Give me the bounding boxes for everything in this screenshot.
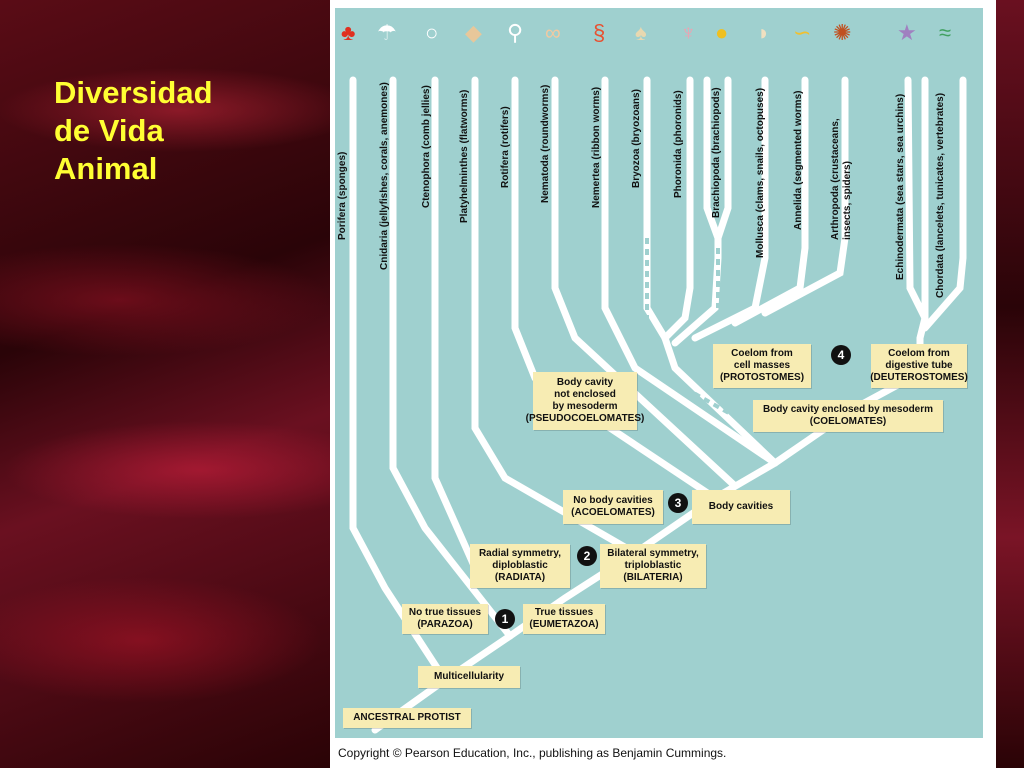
comb-jelly-icon: ○: [425, 20, 439, 45]
box-line: (COELOMATES): [809, 416, 887, 427]
phylum-label-nematoda: Nematoda (roundworms): [540, 84, 551, 203]
box-line: diploblastic: [492, 560, 548, 571]
background-right: [996, 0, 1024, 768]
tree-branches: [349, 76, 967, 734]
box-line: digestive tube: [885, 360, 953, 371]
phylum-label-annelida: Annelida (segmented worms): [793, 90, 804, 230]
step-number-3: 3: [668, 493, 688, 513]
box-line: Radial symmetry,: [478, 548, 562, 559]
phylum-label-brachiopoda: Brachiopoda (brachiopods): [711, 87, 722, 218]
background-left: [0, 0, 330, 768]
box-coelomates: Body cavity enclosed by mesoderm (COELOM…: [753, 400, 943, 432]
box-no-true-tissues: No true tissues (PARAZOA): [402, 604, 488, 634]
phylogenetic-tree: ♣ ☂ ○ ◆ ⚲ ∞ § ♠ ♆ ● ◗ ∽ ✺ ★ ≈ Porifera (…: [335, 8, 983, 738]
box-multicellularity: Multicellularity: [418, 666, 520, 688]
title-line-3: Animal: [54, 151, 158, 186]
box-line: cell masses: [733, 360, 791, 371]
box-line: Bilateral symmetry,: [607, 548, 699, 559]
ribbon-worm-icon: §: [593, 20, 606, 45]
slide-title: Diversidad de Vida Animal: [54, 74, 314, 188]
box-line: (RADIATA): [494, 572, 546, 583]
flatworm-icon: ◆: [465, 20, 482, 45]
branch-brachiopoda-left: [703, 76, 722, 242]
roundworm-icon: ∞: [545, 20, 561, 45]
phylum-label-chordata: Chordata (lancelets, tunicates, vertebra…: [935, 92, 946, 298]
phylum-label-echinodermata: Echinodermata (sea stars, sea urchins): [895, 93, 906, 280]
box-bilateral-symmetry: Bilateral symmetry, triploblastic (BILAT…: [600, 544, 706, 588]
box-line: Coelom from: [888, 348, 950, 359]
box-line: No true tissues: [408, 607, 482, 618]
phylum-label-rotifera: Rotifera (rotifers): [500, 106, 511, 188]
box-line: not enclosed: [554, 389, 616, 400]
box-radial-symmetry: Radial symmetry, diploblastic (RADIATA): [470, 544, 570, 588]
box-ancestral-text: ANCESTRAL PROTIST: [353, 712, 461, 723]
branch-brachiopoda-right: [714, 76, 732, 242]
phylum-label-nemertea: Nemertea (ribbon worms): [591, 86, 602, 208]
jellyfish-icon: ☂: [377, 20, 397, 45]
dash-nemertea: [684, 386, 756, 430]
branch-nemertea: [601, 76, 779, 467]
rotifer-icon: ⚲: [507, 20, 524, 45]
box-no-body-cavities: No body cavities (ACOELOMATES): [563, 490, 663, 524]
branch-cnidaria: [389, 76, 514, 640]
branch-bryozoa-base: [643, 304, 669, 342]
box-line: by mesoderm: [552, 401, 618, 412]
box-line: Body cavity: [556, 377, 614, 388]
box-line: (BILATERIA): [623, 572, 683, 583]
box-deuterostomes: Coelom from digestive tube (DEUTEROSTOME…: [870, 344, 968, 388]
sponge-icon: ♣: [341, 20, 356, 45]
title-line-2: de Vida: [54, 113, 164, 148]
clam-icon: ◗: [757, 20, 771, 45]
branch-protostome-base: [661, 334, 779, 467]
box-line: (PROTOSTOMES): [719, 372, 805, 383]
box-line: No body cavities: [573, 495, 653, 506]
phylum-label-phoronida: Phoronida (phoronids): [673, 90, 684, 198]
branch-arthropoda: [761, 76, 849, 317]
lancelet-icon: ≈: [939, 20, 952, 45]
crab-icon: ✺: [833, 20, 852, 45]
box-line: (PARAZOA): [417, 619, 473, 630]
phylum-label-ctenophora: Ctenophora (comb jellies): [421, 85, 432, 208]
bryozoan-icon: ♠: [635, 20, 647, 45]
box-line: Coelom from: [731, 348, 793, 359]
box-line: True tissues: [534, 607, 594, 618]
sea-star-icon: ★: [897, 20, 917, 45]
phoronid-icon: ♆: [680, 20, 697, 45]
copyright-notice: Copyright © Pearson Education, Inc., pub…: [338, 746, 727, 760]
branch-mollusca: [691, 76, 769, 342]
segmented-worm-icon: ∽: [793, 20, 812, 45]
phylum-label-bryozoa: Bryozoa (bryozoans): [631, 89, 642, 188]
box-line: triploblastic: [624, 560, 682, 571]
box-line: (EUMETAZOA): [529, 619, 599, 630]
box-line: (DEUTEROSTOMES): [870, 372, 968, 383]
box-line: Body cavity enclosed by mesoderm: [762, 404, 934, 415]
branch-porifera: [349, 76, 449, 684]
phylum-label-cnidaria: Cnidaria (jellyfishes, corals, anemones): [379, 82, 390, 270]
box-protostomes: Coelom from cell masses (PROTOSTOMES): [713, 344, 811, 388]
branch-echinodermata: [904, 76, 929, 322]
box-line: (PSEUDOCOELOMATES): [525, 413, 645, 424]
branch-phoronida: [661, 76, 694, 342]
box-pseudocoelomates: Body cavity not enclosed by mesoderm (PS…: [526, 372, 644, 430]
title-line-1: Diversidad: [54, 75, 213, 110]
box-line: (ACOELOMATES): [571, 507, 655, 518]
box-body-cavities: Body cavities: [692, 490, 790, 524]
box-ancestral-protist: ANCESTRAL PROTIST: [343, 708, 471, 728]
branch-chordata: [921, 76, 967, 332]
phylum-label-mollusca: Mollusca (clams, snails, octopuses): [755, 87, 766, 258]
phylum-label-arthropoda: Arthropoda (crustaceans, insects, spider…: [830, 118, 853, 240]
box-multicellularity-text: Multicellularity: [433, 671, 504, 682]
branch-nematoda: [551, 76, 739, 490]
box-line: Body cavities: [708, 501, 774, 512]
phylum-label-platyhelminthes: Platyhelminthes (flatworms): [459, 89, 470, 223]
step-number-1: 1: [495, 609, 515, 629]
branch-annelida: [731, 76, 809, 327]
step-number-4: 4: [831, 345, 851, 365]
phylum-label-porifera: Porifera (sponges): [337, 151, 348, 240]
branch-ctenophora: [431, 76, 479, 572]
box-true-tissues: True tissues (EUMETAZOA): [523, 604, 605, 634]
brachiopod-icon: ●: [715, 20, 729, 45]
branch-rotifera: [511, 76, 719, 502]
step-number-2: 2: [577, 546, 597, 566]
